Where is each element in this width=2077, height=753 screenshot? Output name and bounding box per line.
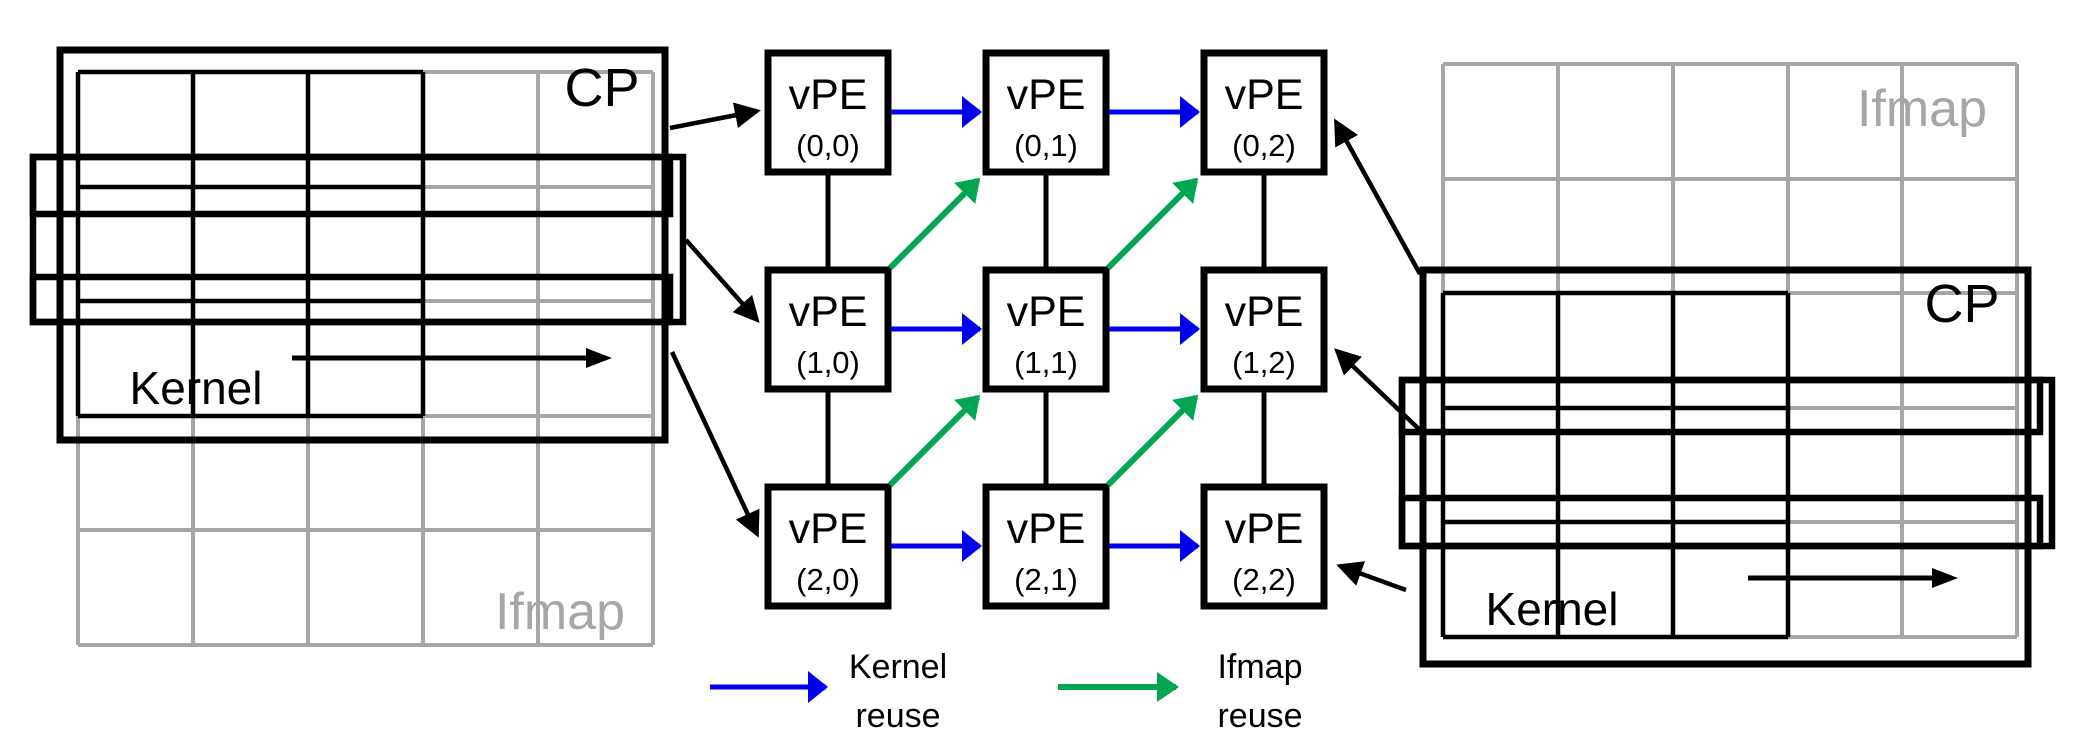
legend-kernel-reuse-line2: reuse [855,697,940,735]
vpe-array: vPE (0,0) vPE (0,1) vPE (0,2) vPE (1,0) … [764,49,1328,610]
vpe-coord: (1,1) [1014,345,1078,380]
arrow-cp-to-vpe-1-2 [1334,348,1424,434]
left-kernel-label: Kernel [130,362,263,414]
arrow-cp-to-vpe-2-2 [1336,561,1407,593]
legend-kernel-reuse-line1: Kernel [849,648,947,686]
arrow-cp-to-vpe-0-0 [669,102,761,131]
left-cp-box [56,46,669,444]
right-ifmap-grid [1441,62,2019,639]
vpe-coord: (1,0) [796,345,860,380]
vpe-coord: (1,2) [1232,345,1296,380]
right-ifmap-label: Ifmap [1857,80,1987,138]
vpe-box-0-0: vPE (0,0) [764,49,892,176]
right-kernel-grid [1440,290,1791,640]
vpe-box-0-2: vPE (0,2) [1200,49,1328,176]
vpe-coord: (0,2) [1232,128,1296,163]
vpe-title: vPE [1007,505,1086,553]
vpe-title: vPE [1007,288,1086,336]
mapping-arrows [669,102,1424,593]
arrow-cp-to-vpe-0-2 [1334,118,1422,276]
arrow-cp-to-vpe-1-0 [684,238,760,323]
legend-ifmap-reuse-line1: Ifmap [1217,648,1302,686]
vpe-box-1-0: vPE (1,0) [764,266,892,393]
vpe-title: vPE [1225,288,1304,336]
right-cp-label: CP [1924,274,1999,334]
vpe-coord: (0,0) [796,128,860,163]
right-row-window-1 [1398,376,2044,436]
vpe-coord: (0,1) [1014,128,1078,163]
right-panel: Ifmap CP Kernel [1398,62,2056,668]
ifmap-reuse-arrow [887,177,981,271]
vpe-column-connectors [825,172,1267,487]
vpe-box-0-1: vPE (0,1) [982,49,1110,176]
arrow-cp-to-vpe-2-0 [669,351,760,538]
left-cp-label: CP [564,58,639,118]
vpe-coord: (2,2) [1232,562,1296,597]
vpe-title: vPE [1225,71,1304,119]
legend-ifmap-reuse-line2: reuse [1217,697,1302,735]
vpe-title: vPE [1225,505,1304,553]
vpe-box-2-2: vPE (2,2) [1200,483,1328,610]
vpe-title: vPE [789,71,868,119]
vpe-box-2-1: vPE (2,1) [982,483,1110,610]
vpe-box-1-1: vPE (1,1) [982,266,1110,393]
vpe-coord: (2,0) [796,562,860,597]
left-row-window-1 [29,153,674,218]
left-ifmap-label: Ifmap [495,583,625,641]
vpe-title: vPE [1007,71,1086,119]
left-row-window-2 [29,273,674,326]
left-row-window-outer [29,153,687,326]
vpe-title: vPE [789,288,868,336]
ifmap-reuse-arrow [887,394,981,488]
right-kernel-label: Kernel [1486,583,1619,635]
right-cp-box [1419,266,2032,668]
kernel-reuse-arrows [891,96,1200,562]
vpe-box-1-2: vPE (1,2) [1200,266,1328,393]
right-row-window-2 [1398,494,2044,550]
left-kernel-grid [75,69,426,419]
left-panel: Ifmap CP Kernel [29,46,687,647]
ifmap-reuse-arrow [1105,394,1199,488]
vpe-box-2-0: vPE (2,0) [764,483,892,610]
vpe-coord: (2,1) [1014,562,1078,597]
vpe-title: vPE [789,505,868,553]
legend: Kernel reuse Ifmap reuse [710,648,1303,735]
ifmap-reuse-arrow [1105,177,1199,271]
ifmap-reuse-arrows [887,177,1199,488]
